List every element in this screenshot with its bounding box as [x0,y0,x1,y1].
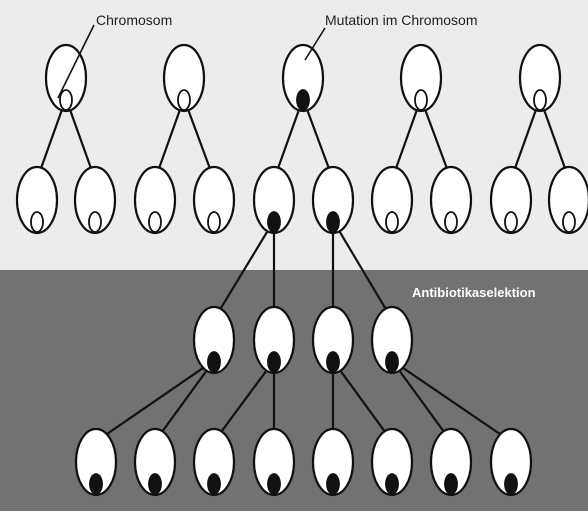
mutated-chromosome [327,474,339,494]
normal-cell [401,45,441,111]
chromosome [89,212,101,232]
mutated-chromosome [505,474,517,494]
mutated-cell [313,167,353,233]
chromosome [563,212,575,232]
mutated-cell [283,45,323,111]
mutated-chromosome [268,352,280,372]
mutated-cell [194,307,234,373]
chromosome [505,212,517,232]
mutated-cell [491,429,531,495]
mutated-chromosome [268,474,280,494]
mutated-chromosome [208,474,220,494]
mutation-label: Mutation im Chromosom [325,12,478,28]
mutated-chromosome [297,90,309,110]
normal-cell [431,167,471,233]
mutated-cell [254,307,294,373]
mutated-cell [76,429,116,495]
chromosome [31,212,43,232]
mutated-chromosome [208,352,220,372]
chromosome [60,90,72,110]
mutated-chromosome [327,352,339,372]
mutated-chromosome [90,474,102,494]
mutated-chromosome [149,474,161,494]
mutated-cell [313,307,353,373]
chromosome [445,212,457,232]
chromosome [208,212,220,232]
mutated-cell [372,429,412,495]
normal-cell [549,167,588,233]
mutated-cell [194,429,234,495]
normal-cell [194,167,234,233]
mutated-chromosome [445,474,457,494]
chromosome [534,90,546,110]
mutated-cell [372,307,412,373]
chromosome-label: Chromosom [96,12,172,28]
mutated-chromosome [268,212,280,232]
mutated-cell [254,167,294,233]
normal-cell [75,167,115,233]
normal-cell [17,167,57,233]
mutated-cell [431,429,471,495]
normal-cell [520,45,560,111]
chromosome [386,212,398,232]
mutated-chromosome [386,474,398,494]
normal-cell [164,45,204,111]
antibiotic-selection-label: Antibiotikaselektion [412,285,536,300]
normal-cell [135,167,175,233]
chromosome [178,90,190,110]
normal-cell [491,167,531,233]
mutated-cell [254,429,294,495]
normal-cell [372,167,412,233]
mutated-chromosome [327,212,339,232]
chromosome [415,90,427,110]
chromosome [149,212,161,232]
mutated-cell [135,429,175,495]
mutated-cell [313,429,353,495]
mutated-chromosome [386,352,398,372]
